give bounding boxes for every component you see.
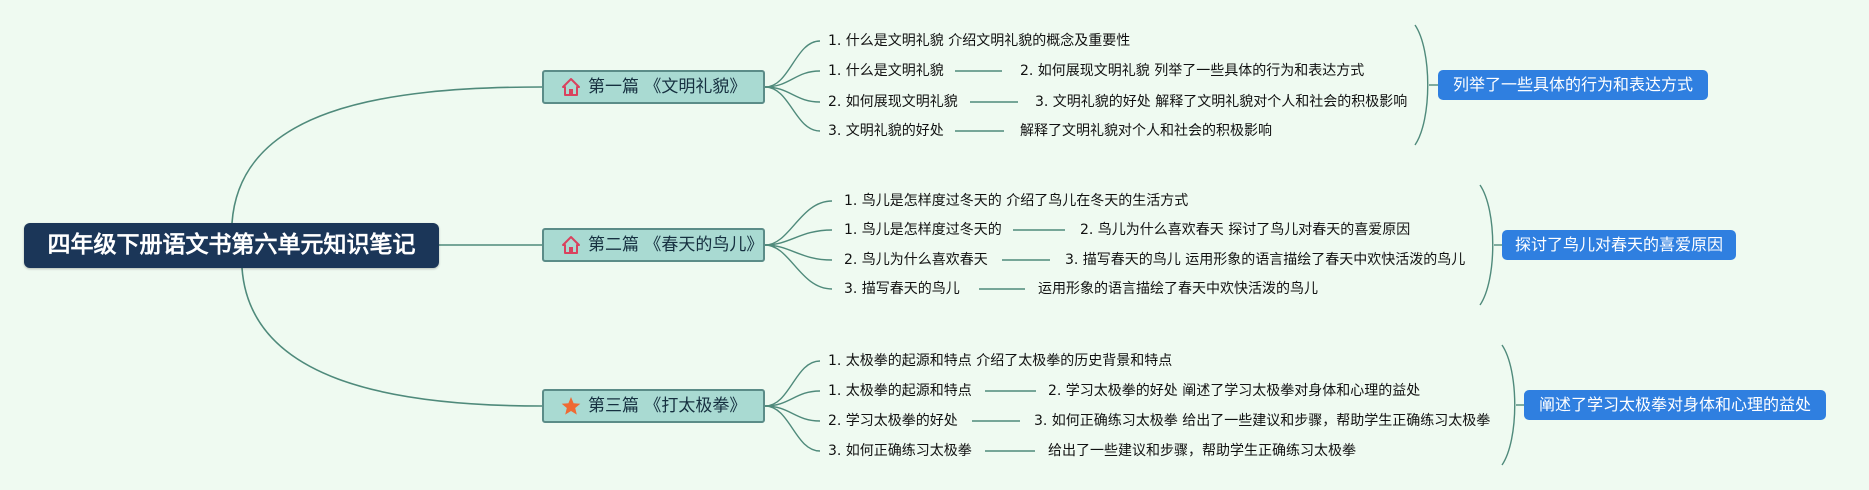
list-item[interactable]: 2. 鸟儿为什么喜欢春天 [844,252,988,268]
list-item[interactable]: 3. 文明礼貌的好处 [828,123,944,139]
topic-section-2[interactable]: 第二篇 《春天的鸟儿》 [542,228,765,262]
topic-section-1[interactable]: 第一篇 《文明礼貌》 [542,70,765,104]
summary-badge[interactable]: 阐述了学习太极拳对身体和心理的益处 [1524,390,1826,420]
list-item[interactable]: 3. 如何正确练习太极拳 [828,443,972,459]
list-item-detail[interactable]: 3. 如何正确练习太极拳 给出了一些建议和步骤，帮助学生正确练习太极拳 [1034,413,1491,429]
list-item[interactable]: 1. 太极拳的起源和特点 介绍了太极拳的历史背景和特点 [828,353,1173,369]
list-item[interactable]: 3. 描写春天的鸟儿 [844,281,960,297]
topic-section-3[interactable]: 第三篇 《打太极拳》 [542,389,765,423]
list-item[interactable]: 1. 什么是文明礼貌 [828,63,944,79]
list-item-detail[interactable]: 运用形象的语言描绘了春天中欢快活泼的鸟儿 [1038,281,1318,297]
list-item[interactable]: 1. 什么是文明礼貌 介绍文明礼貌的概念及重要性 [828,33,1131,49]
list-item-detail[interactable]: 2. 学习太极拳的好处 阐述了学习太极拳对身体和心理的益处 [1048,383,1421,399]
list-item-detail[interactable]: 3. 文明礼貌的好处 解释了文明礼貌对个人和社会的积极影响 [1035,94,1408,110]
home-icon [560,234,582,256]
topic-title: 第一篇 《文明礼貌》 [588,77,747,97]
list-item[interactable]: 1. 鸟儿是怎样度过冬天的 介绍了鸟儿在冬天的生活方式 [844,193,1189,209]
list-item[interactable]: 1. 太极拳的起源和特点 [828,383,972,399]
star-icon [560,395,582,417]
topic-title: 第二篇 《春天的鸟儿》 [588,235,764,255]
summary-badge[interactable]: 探讨了鸟儿对春天的喜爱原因 [1502,230,1736,260]
list-item-detail[interactable]: 3. 描写春天的鸟儿 运用形象的语言描绘了春天中欢快活泼的鸟儿 [1065,252,1466,268]
list-item[interactable]: 2. 学习太极拳的好处 [828,413,958,429]
list-item-detail[interactable]: 给出了一些建议和步骤，帮助学生正确练习太极拳 [1048,443,1356,459]
list-item-detail[interactable]: 2. 鸟儿为什么喜欢春天 探讨了鸟儿对春天的喜爱原因 [1080,222,1411,238]
topic-title: 第三篇 《打太极拳》 [588,396,747,416]
home-icon [560,76,582,98]
root-node[interactable]: 四年级下册语文书第六单元知识笔记 [24,223,439,268]
list-item-detail[interactable]: 2. 如何展现文明礼貌 列举了一些具体的行为和表达方式 [1020,63,1365,79]
summary-badge[interactable]: 列举了一些具体的行为和表达方式 [1438,70,1708,100]
list-item-detail[interactable]: 解释了文明礼貌对个人和社会的积极影响 [1020,123,1272,139]
list-item[interactable]: 2. 如何展现文明礼貌 [828,94,958,110]
list-item[interactable]: 1. 鸟儿是怎样度过冬天的 [844,222,1002,238]
